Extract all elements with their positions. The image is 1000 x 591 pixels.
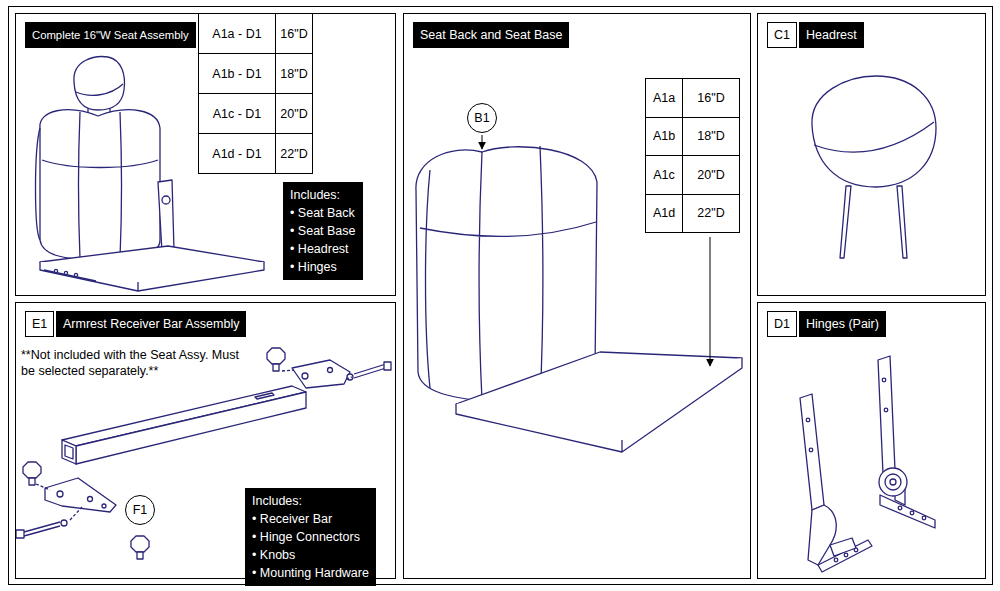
table-cell: 22"D xyxy=(275,133,313,174)
part-code: A1c - D1 xyxy=(213,107,262,121)
includes-box: Includes:• Seat Back• Seat Base• Headres… xyxy=(283,182,363,280)
part-code: A1d xyxy=(653,206,675,220)
size-value: 18"D xyxy=(280,67,307,81)
note-text: **Not included with the Seat Assy. Must … xyxy=(21,347,253,379)
callout-number: F1 xyxy=(126,496,154,524)
panel-heading: Armrest Receiver Bar Assembly xyxy=(56,311,246,337)
callout-circle: F1 xyxy=(125,495,155,525)
table-cell: A1a xyxy=(645,78,683,118)
table-cell: 18"D xyxy=(682,117,740,157)
table-cell: 20"D xyxy=(682,155,740,195)
includes-item: • Knobs xyxy=(252,546,369,564)
table-cell: A1c - D1 xyxy=(198,93,276,134)
table-cell: A1d - D1 xyxy=(198,133,276,174)
part-code: A1c xyxy=(653,168,675,182)
panel-heading: Hinges (Pair) xyxy=(799,311,886,337)
table-cell: 16"D xyxy=(275,13,313,54)
leader-line xyxy=(482,135,483,149)
parts-panel: C1Headrest xyxy=(757,13,986,296)
size-value: 18"D xyxy=(697,129,724,143)
includes-box: Includes:• Receiver Bar• Hinge Connector… xyxy=(245,488,376,586)
part-code: A1a xyxy=(653,91,675,105)
part-code: A1d - D1 xyxy=(212,147,261,161)
table-cell: A1b xyxy=(645,117,683,157)
size-value: 16"D xyxy=(280,27,307,41)
includes-item: • Hinges xyxy=(290,258,356,276)
table-cell: 18"D xyxy=(275,53,313,94)
includes-item: • Seat Base xyxy=(290,222,356,240)
part-code: E1 xyxy=(25,311,54,337)
callout-circle: B1 xyxy=(467,103,497,133)
includes-item: • Mounting Hardware xyxy=(252,564,369,582)
parts-panel: E1Armrest Receiver Bar Assembly **Not inc… xyxy=(15,302,396,579)
includes-item: Includes: xyxy=(252,492,369,510)
includes-item: • Seat Back xyxy=(290,204,356,222)
table-cell: A1b - D1 xyxy=(198,53,276,94)
part-code: A1a - D1 xyxy=(212,27,261,41)
table-cell: A1c xyxy=(645,155,683,195)
part-code: C1 xyxy=(767,22,797,48)
size-value: 22"D xyxy=(280,147,307,161)
includes-item: Includes: xyxy=(290,186,356,204)
part-code: A1b xyxy=(653,129,675,143)
parts-panel: D1Hinges (Pair) xyxy=(757,302,986,579)
panel-heading: Headrest xyxy=(799,22,864,48)
seat-back-base-drawing xyxy=(416,146,742,452)
part-code: D1 xyxy=(767,311,797,337)
table-cell: 20"D xyxy=(275,93,313,134)
panel-heading: Seat Back and Seat Base xyxy=(413,22,569,48)
callout-number: B1 xyxy=(468,104,496,132)
leader-line xyxy=(710,237,711,366)
size-value: 20"D xyxy=(280,107,307,121)
headrest-drawing xyxy=(812,76,936,258)
includes-item: • Headrest xyxy=(290,240,356,258)
table-cell: 16"D xyxy=(682,78,740,118)
panel-heading: Complete 16"W Seat Assembly xyxy=(25,22,196,48)
hinges-drawing xyxy=(800,356,935,572)
includes-item: • Hinge Connectors xyxy=(252,528,369,546)
table-cell: A1a - D1 xyxy=(198,13,276,54)
outer-frame xyxy=(9,7,993,585)
size-value: 16"D xyxy=(697,91,724,105)
table-cell: A1d xyxy=(645,194,683,234)
table-cell: 22"D xyxy=(682,194,740,234)
includes-item: • Receiver Bar xyxy=(252,510,369,528)
size-value: 22"D xyxy=(697,206,724,220)
size-value: 20"D xyxy=(697,168,724,182)
part-code: A1b - D1 xyxy=(212,67,261,81)
